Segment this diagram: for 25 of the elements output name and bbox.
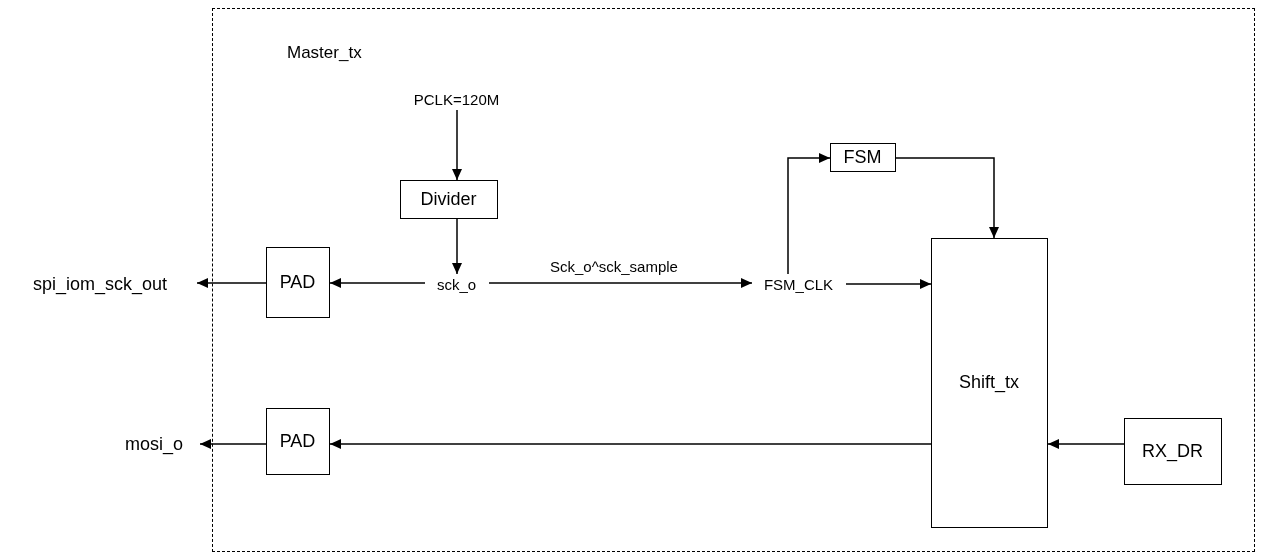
process-block: Divider (399, 179, 498, 219)
process-block: FSM (829, 142, 896, 172)
module-boundary (212, 8, 1255, 552)
arrow (1047, 439, 1125, 449)
arrow (895, 157, 999, 239)
process-block: PAD (265, 407, 330, 475)
arrow (845, 279, 932, 289)
arrow (329, 278, 426, 288)
module-title: Master_tx (287, 43, 362, 63)
signal-label: FSM_CLK (751, 273, 846, 296)
edge-label: Sck_o^sck_sample (548, 258, 680, 275)
signal-label: sck_o (424, 273, 489, 296)
arrow (452, 109, 462, 181)
signal-label: PCLK=120M (411, 89, 502, 110)
signal-label: spi_iom_sck_out (3, 271, 197, 297)
signal-label: mosi_o (108, 431, 200, 457)
process-block: Shift_tx (930, 237, 1048, 528)
arrow (196, 278, 267, 288)
arrow (329, 439, 932, 449)
process-block: PAD (265, 246, 330, 318)
arrow (787, 153, 831, 275)
process-block: RX_DR (1123, 417, 1222, 485)
arrow (452, 218, 462, 275)
arrow (199, 439, 267, 449)
arrow (488, 278, 753, 288)
